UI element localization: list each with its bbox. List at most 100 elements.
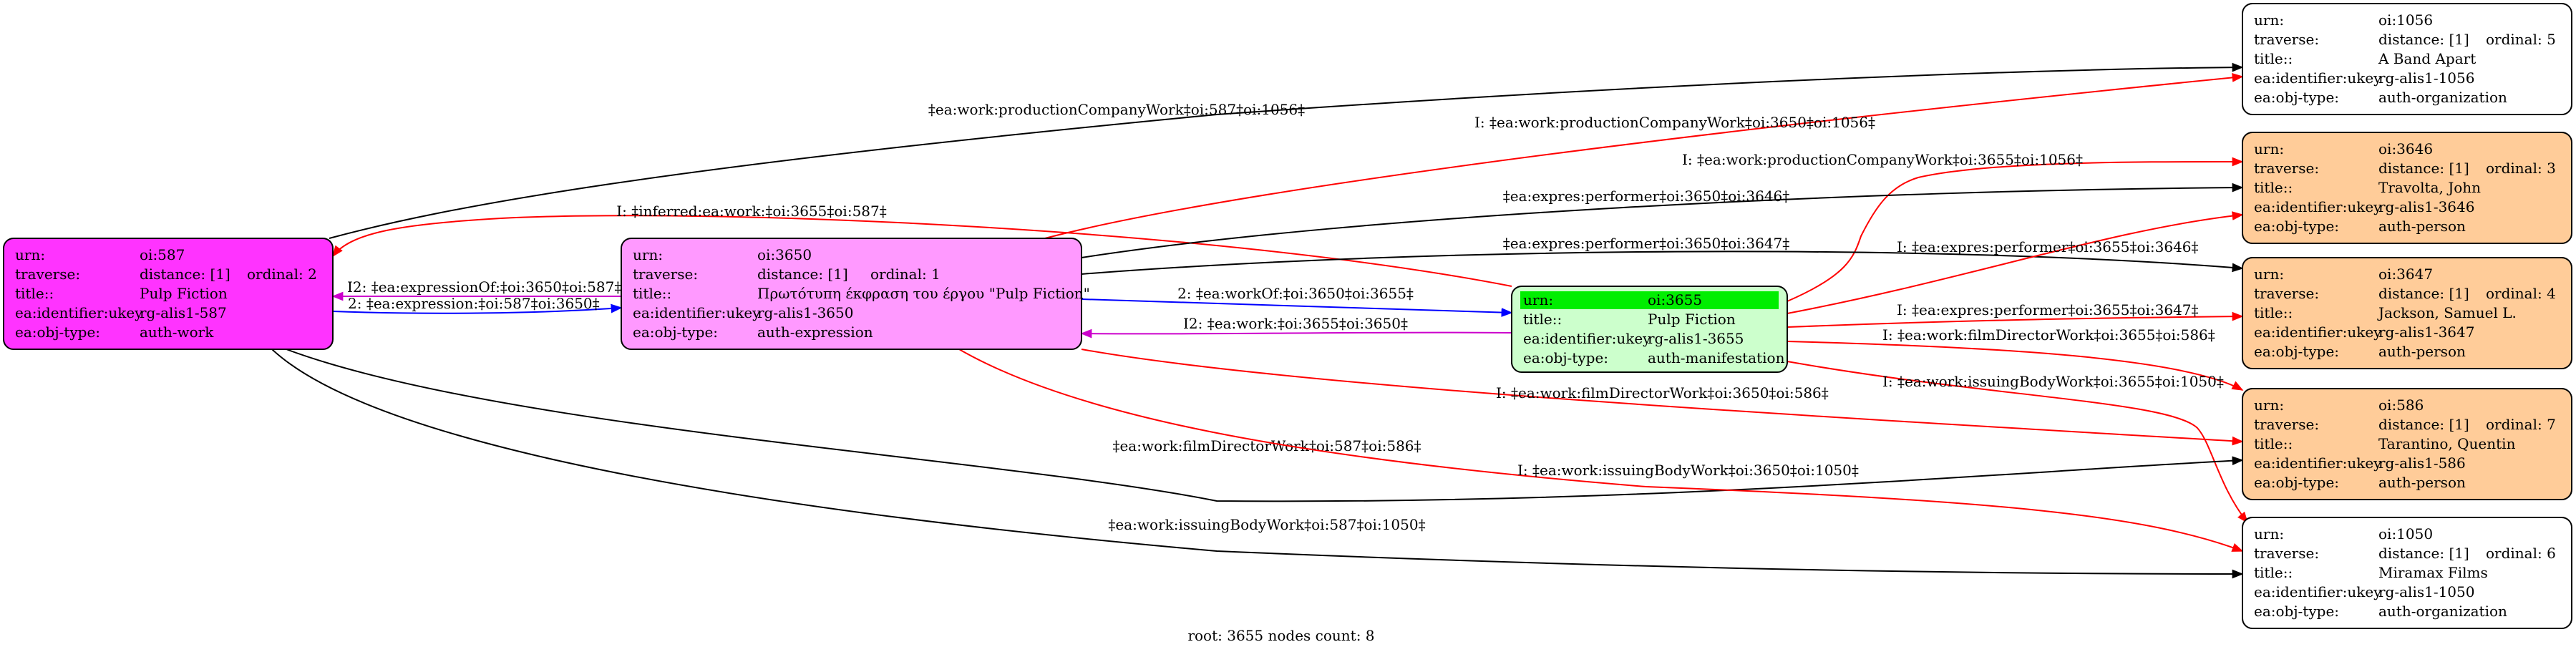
edge-line [329,62,2244,239]
edge-line [1787,157,2244,302]
node-field-key: ea:obj-type: [2254,89,2339,106]
node-field-extra: ordinal: 4 [2486,285,2556,302]
node-field-value: Pulp Fiction [1648,311,1736,328]
node-field-key: ea:identifier:ukey [15,304,143,321]
node-field-extra: ordinal: 7 [2486,416,2556,433]
node-field-value: Πρωτότυπη έκφραση του έργου "Pulp Fictio… [757,285,1090,302]
node-field-key: ea:obj-type: [15,323,100,341]
node-field-value: oi:3646 [2378,140,2433,157]
node-field-key: title:: [2254,304,2293,321]
node-field-key: traverse: [2254,545,2319,562]
edge-line [1044,73,2244,239]
node-field-value: rg-alis1-3655 [1648,330,1744,347]
edge-label: 2: ‡ea:workOf:‡oi:3650‡oi:3655‡ [1177,285,1414,302]
node-field-key: ea:obj-type: [633,323,718,341]
node-box [621,238,1082,350]
node-field-value: oi:3647 [2378,266,2433,283]
edge-line [271,349,2244,579]
node-field-value: A Band Apart [2378,50,2476,67]
edge-line [286,349,2244,502]
edge-label: I: ‡ea:expres:performer‡oi:3655‡oi:3647‡ [1897,301,2199,318]
node-field-extra: ordinal: 1 [870,266,941,283]
node-field-key: title:: [2254,564,2293,581]
edge-line [1080,329,1512,339]
edge-oi3655-to-oi587: I: ‡inferred:ea:work:‡oi:3655‡oi:587‡ [332,203,1512,287]
node-field-key: title:: [2254,435,2293,452]
node-field-value: distance: [1] [2378,160,2469,177]
edges-layer: ‡ea:work:productionCompanyWork‡oi:587‡oi… [271,62,2248,579]
edge-label: I: ‡ea:work:productionCompanyWork‡oi:365… [1682,151,2083,168]
edge-line [958,349,2244,552]
node-field-key: title:: [15,285,54,302]
edge-oi3650-to-oi1050: I: ‡ea:work:issuingBodyWork‡oi:3650‡oi:1… [958,349,2244,552]
edge-oi3650-to-oi3647: ‡ea:expres:performer‡oi:3650‡oi:3647‡ [1081,235,2244,275]
node-box [2242,388,2572,500]
node-field-value: distance: [1] [140,266,230,283]
node-field-value: oi:3650 [757,246,812,263]
node-field-value: distance: [1] [757,266,848,283]
edge-oi3655-to-oi3650: I2: ‡ea:work:‡oi:3655‡oi:3650‡ [1080,315,1512,339]
node-field-key: title:: [633,285,671,302]
node-field-key: ea:identifier:ukey [633,304,761,321]
node-field-value: auth-work [140,323,214,341]
node-field-value: distance: [1] [2378,416,2469,433]
edge-label: I: ‡ea:work:productionCompanyWork‡oi:365… [1474,114,1875,131]
edge-line [332,303,623,314]
edge-label: ‡ea:expres:performer‡oi:3650‡oi:3647‡ [1503,235,1790,252]
node-field-key: traverse: [2254,31,2319,48]
edge-oi587-to-oi1056: ‡ea:work:productionCompanyWork‡oi:587‡oi… [329,62,2244,239]
edge-label: ‡ea:work:issuingBodyWork‡oi:587‡oi:1050‡ [1108,516,1425,533]
node-field-value: auth-organization [2378,89,2507,106]
node-oi3647[interactable]: urn: oi:3647 traverse: distance: [1] ordinal… [2242,257,2572,369]
node-field-value: rg-alis1-586 [2378,454,2466,472]
node-field-key: title:: [1523,311,1562,328]
node-field-key: urn: [2254,525,2284,542]
edge-oi587-to-oi586: ‡ea:work:filmDirectorWork‡oi:587‡oi:586‡ [286,349,2244,502]
node-field-value: distance: [1] [2378,285,2469,302]
node-field-value: Tarantino, Quentin [2378,435,2516,452]
edge-oi587-to-oi3650: 2: ‡ea:expression:‡oi:587‡oi:3650‡ [332,295,623,314]
edge-line [1081,298,1513,317]
edge-label: I2: ‡ea:expressionOf:‡oi:3650‡oi:587‡ [347,278,621,296]
node-field-key: traverse: [2254,160,2319,177]
node-field-key: title:: [2254,50,2293,67]
node-field-value: Miramax Films [2378,564,2488,581]
edge-label: I2: ‡ea:work:‡oi:3655‡oi:3650‡ [1183,315,1408,332]
node-field-value: auth-person [2378,343,2466,360]
node-field-value: rg-alis1-3647 [2378,323,2474,341]
node-field-value: rg-alis1-1056 [2378,69,2474,87]
edge-oi3655-to-oi1056: I: ‡ea:work:productionCompanyWork‡oi:365… [1682,151,2244,302]
edge-label: ‡ea:work:filmDirectorWork‡oi:587‡oi:586‡ [1112,437,1421,454]
edge-oi3650-to-oi1056: I: ‡ea:work:productionCompanyWork‡oi:365… [1044,73,2244,239]
node-field-value: oi:3655 [1648,291,1702,308]
edge-oi3655-to-oi586: I: ‡ea:work:filmDirectorWork‡oi:3655‡oi:… [1787,326,2244,391]
node-field-key: traverse: [2254,285,2319,302]
node-field-key: urn: [2254,266,2284,283]
node-field-value: Travolta, John [2378,179,2481,196]
node-field-key: ea:identifier:ukey [2254,69,2382,87]
node-field-value: Pulp Fiction [140,285,228,302]
edge-line [332,215,1512,287]
node-box [2242,517,2572,629]
edge-label: 2: ‡ea:expression:‡oi:587‡oi:3650‡ [348,295,600,312]
node-field-key: traverse: [633,266,698,283]
node-field-value: auth-expression [757,323,873,341]
node-box [2242,132,2572,244]
edge-line [1787,311,2244,328]
node-field-value: Jackson, Samuel L. [2377,304,2517,321]
edge-label: I: ‡ea:work:filmDirectorWork‡oi:3650‡oi:… [1496,384,1829,402]
edge-label: I: ‡inferred:ea:work:‡oi:3655‡oi:587‡ [616,203,887,220]
node-field-value: oi:1056 [2378,11,2433,29]
edge-label: I: ‡ea:work:issuingBodyWork‡oi:3655‡oi:1… [1882,373,2224,390]
node-field-key: ea:obj-type: [2254,474,2339,491]
graph-footer: root: 3655 nodes count: 8 [1187,627,1374,644]
node-field-key: urn: [2254,396,2284,414]
